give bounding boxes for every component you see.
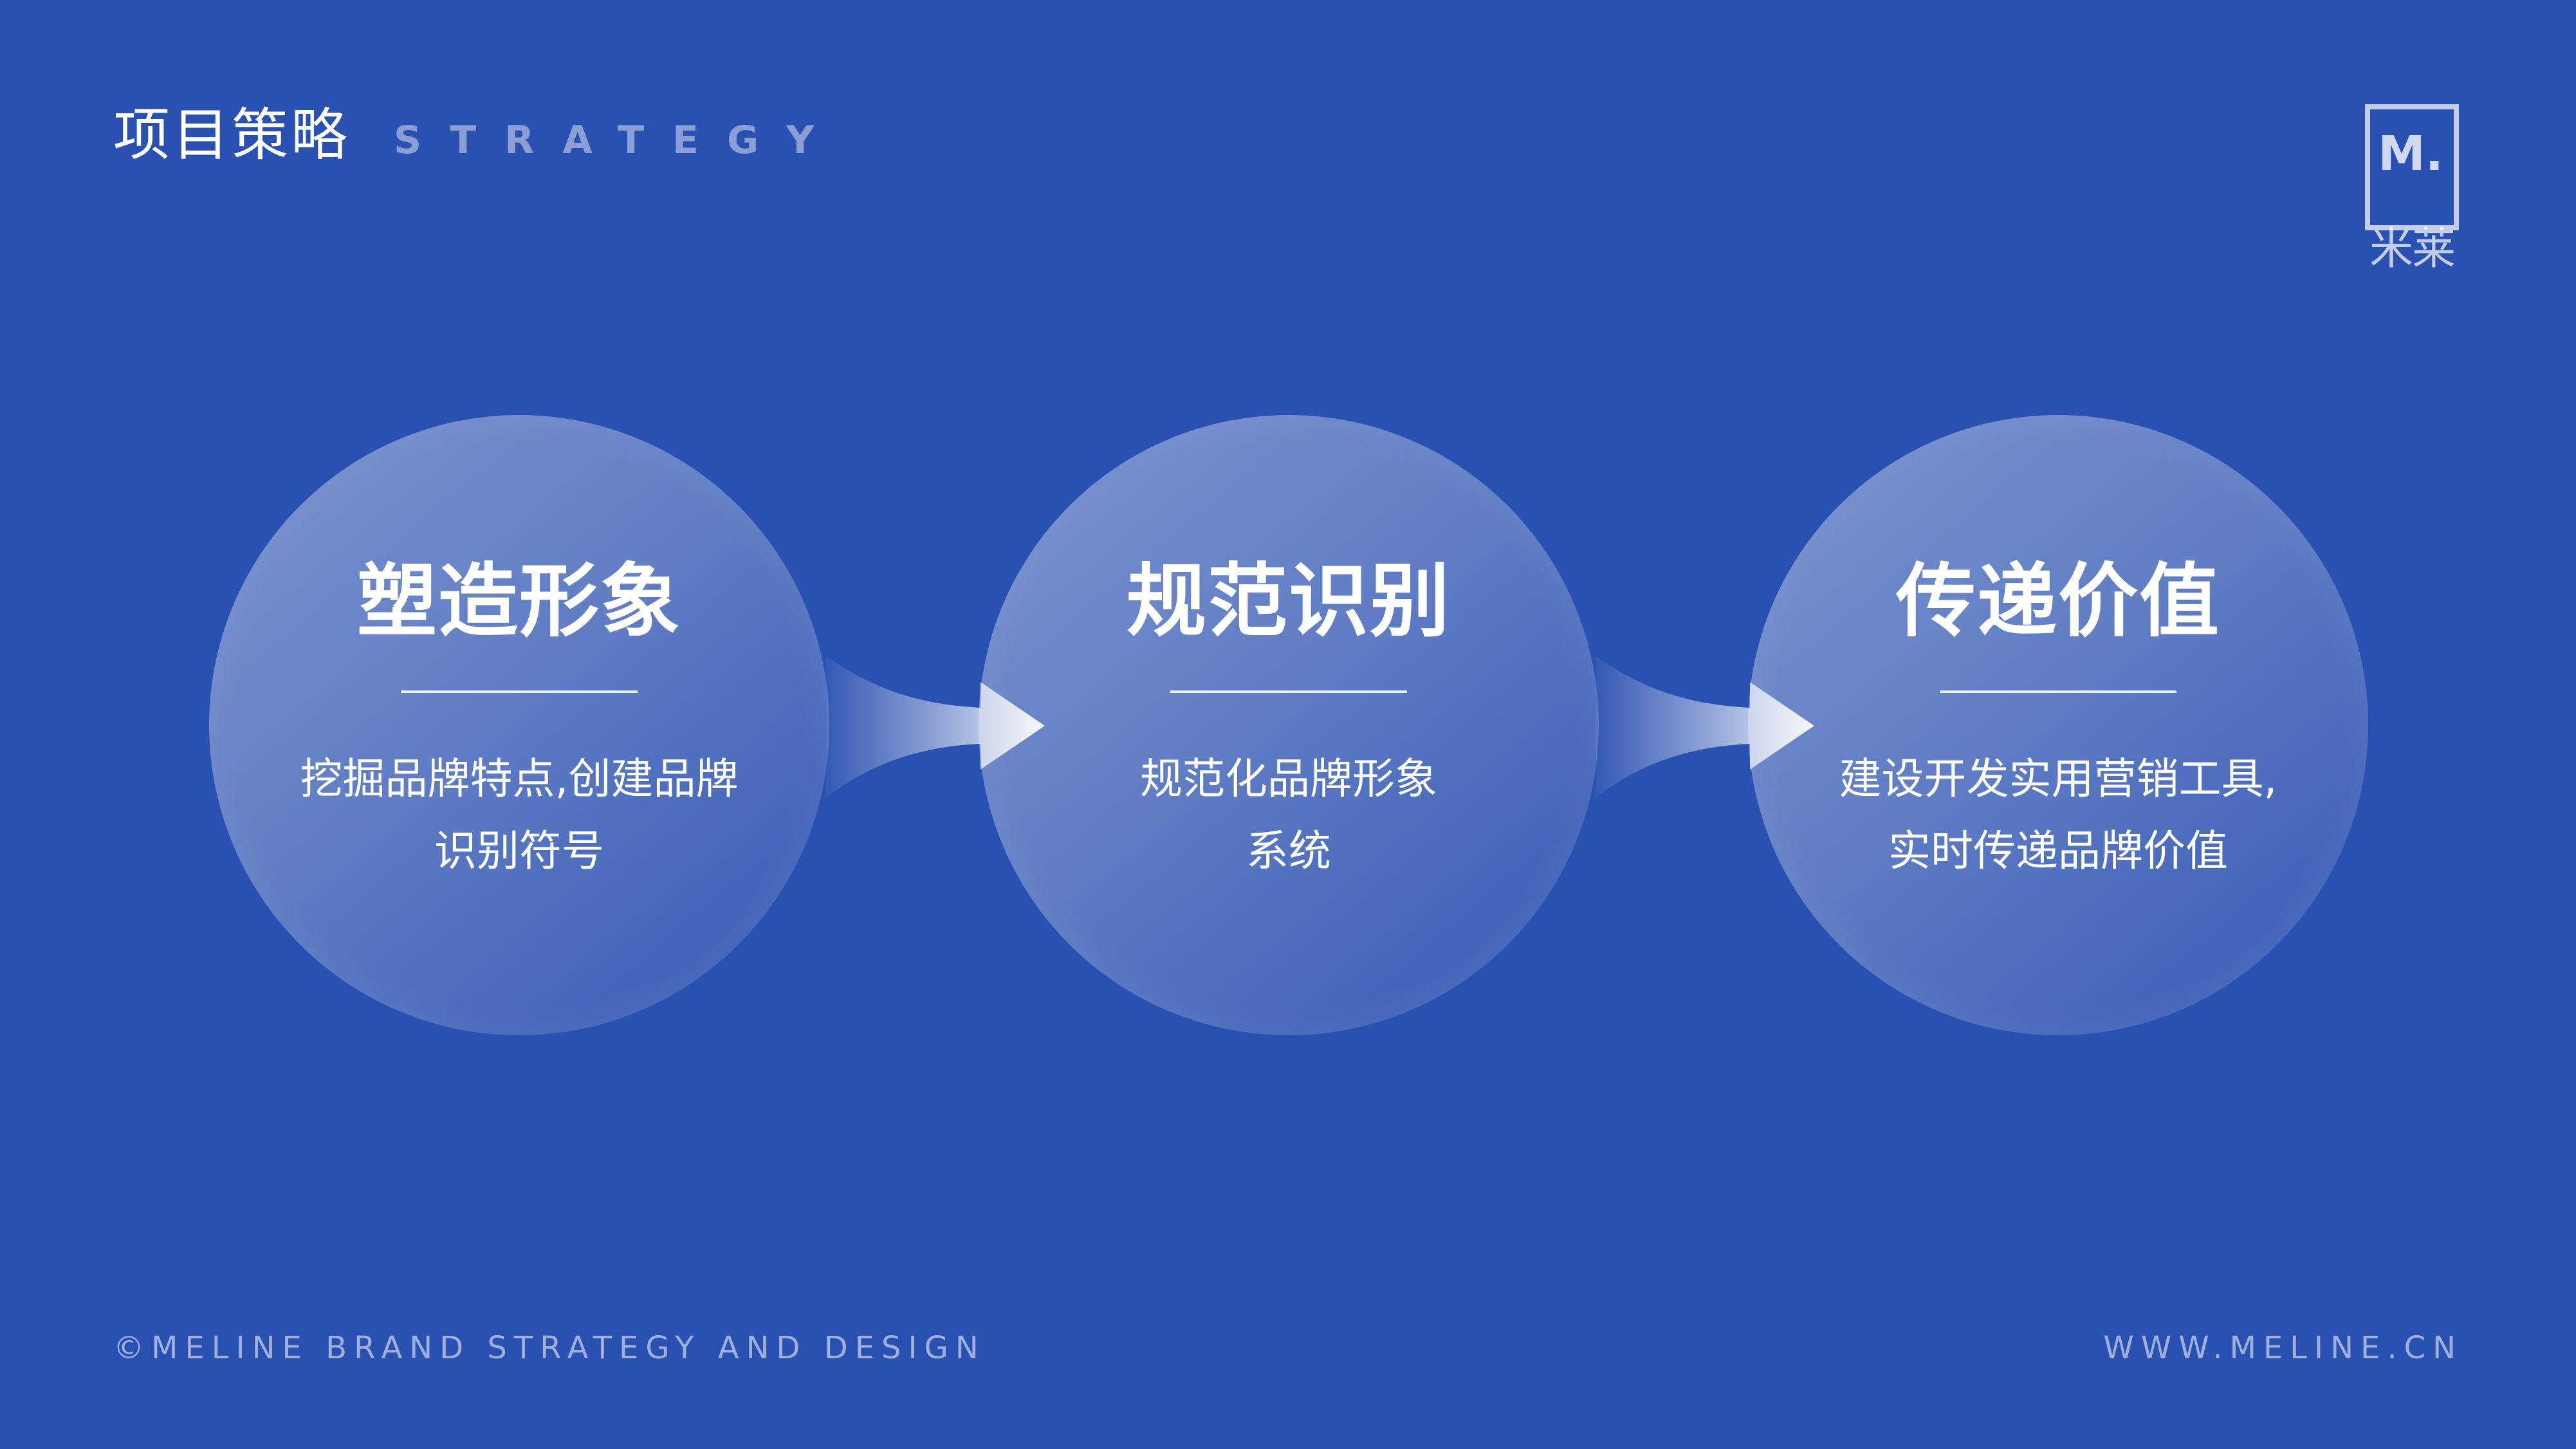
step-description-line: 规范化品牌形象	[1140, 754, 1437, 804]
step-circle-3: 传递价值 建设开发实用营销工具, 实时传递品牌价值	[1748, 415, 2368, 1035]
step-description-line: 实时传递品牌价值	[1888, 826, 2228, 876]
footer-website: WWW.MELINE.CN	[2103, 1330, 2463, 1366]
step-title: 塑造形象	[356, 555, 681, 648]
step-title: 传递价值	[1895, 555, 2220, 648]
arrow-right-icon	[826, 656, 1045, 798]
logo-mark: M.	[2378, 126, 2443, 181]
page-subtitle: STRATEGY	[394, 118, 843, 163]
step-divider	[1170, 690, 1407, 693]
step-title: 规范识别	[1126, 555, 1451, 648]
step-description: 规范化品牌形象 系统	[1043, 743, 1534, 887]
step-description-line: 挖掘品牌特点,创建品牌	[300, 754, 739, 804]
logo-frame	[2365, 104, 2459, 230]
step-description: 挖掘品牌特点,创建品牌 识别符号	[273, 743, 765, 887]
step-description-line: 建设开发实用营销工具,	[1839, 754, 2277, 804]
step-description-line: 系统	[1246, 826, 1331, 876]
logo-name: 米莱	[2369, 224, 2456, 275]
step-description-line: 识别符号	[434, 826, 604, 876]
step-circle-1: 塑造形象 挖掘品牌特点,创建品牌 识别符号	[209, 415, 829, 1035]
step-divider	[401, 690, 638, 693]
brand-logo: M. 米莱	[2364, 103, 2460, 277]
arrow-right-icon	[1596, 656, 1814, 798]
page-title: 项目策略	[113, 102, 351, 168]
step-description: 建设开发实用营销工具, 实时传递品牌价值	[1812, 743, 2304, 887]
step-circle-2: 规范识别 规范化品牌形象 系统	[979, 415, 1599, 1035]
footer-copyright: ©MELINE BRAND STRATEGY AND DESIGN	[113, 1330, 986, 1366]
step-divider	[1940, 690, 2176, 693]
